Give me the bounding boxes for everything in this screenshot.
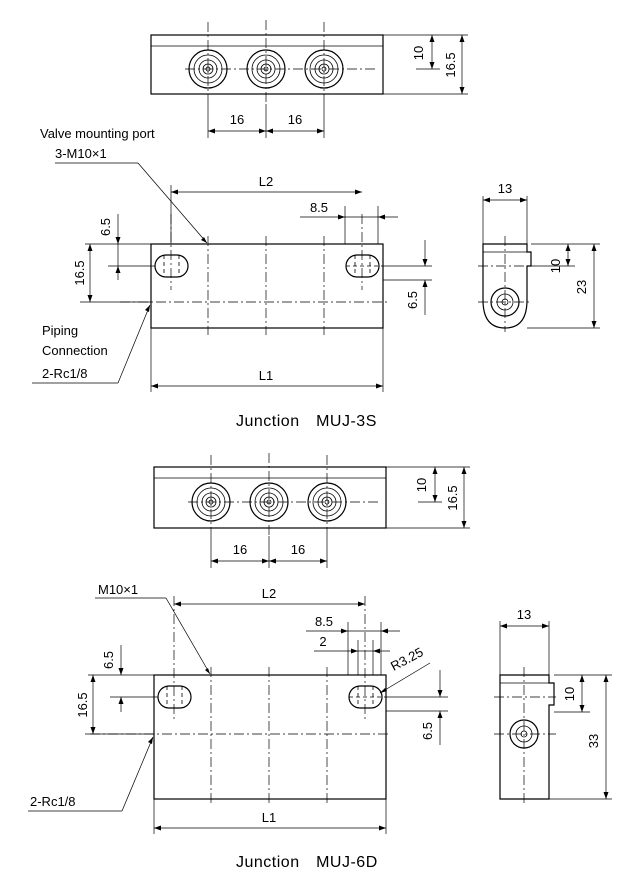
muj3s-valve-port-line1: Valve mounting port (40, 126, 155, 141)
muj6d-front-view: L2 8.5 2 R3.25 M10×1 (28, 582, 448, 834)
muj6d-height-65: 6.5 (101, 651, 116, 669)
muj3s-right-65: 6.5 (405, 291, 420, 309)
fitting-icon (188, 49, 228, 89)
fitting-icon (249, 482, 289, 522)
muj3s-section: 16 16 10 16.5 (32, 20, 600, 430)
muj3s-piping-line1: Piping (42, 323, 78, 338)
muj6d-valve-port: M10×1 (98, 582, 138, 597)
fitting-icon (191, 482, 231, 522)
muj6d-side-width: 13 (517, 607, 531, 622)
muj6d-radius: R3.25 (388, 644, 426, 674)
muj3s-side-height-outer: 23 (574, 280, 589, 294)
muj3s-front-view: L2 8.5 Valve mounting port 3-M10×1 (32, 126, 432, 392)
muj6d-l2: L2 (262, 586, 276, 601)
port-slot-icon (157, 596, 192, 720)
muj3s-top-height-outer: 16.5 (443, 52, 458, 77)
muj6d-caption: Junction MUJ-6D (236, 854, 378, 871)
muj3s-top-pitch-1: 16 (230, 112, 244, 127)
muj6d-top-view: 16 16 10 16.5 (153, 453, 470, 568)
muj6d-top-pitch-1: 16 (233, 542, 247, 557)
muj6d-top-height-outer: 16.5 (445, 485, 460, 510)
muj3s-l1: L1 (259, 368, 273, 383)
muj3s-piping-line2: Connection (42, 343, 108, 358)
muj3s-l2: L2 (259, 174, 273, 189)
muj3s-offset: 8.5 (310, 200, 328, 215)
muj3s-caption: Junction MUJ-3S (236, 413, 377, 430)
muj3s-height-65: 6.5 (98, 218, 113, 236)
muj6d-piping: 2-Rc1/8 (30, 794, 76, 809)
muj3s-side-width: 13 (498, 181, 512, 196)
muj3s-height-165: 16.5 (72, 260, 87, 285)
fitting-icon (304, 49, 344, 89)
fitting-icon (307, 482, 347, 522)
muj6d-height-165: 16.5 (75, 692, 90, 717)
muj6d-side-view: 13 10 33 (494, 607, 612, 806)
muj3s-piping-line3: 2-Rc1/8 (42, 366, 88, 381)
muj3s-top-view: 16 16 10 16.5 (150, 20, 468, 138)
muj6d-slot-width: 2 (319, 634, 326, 649)
muj6d-offset: 8.5 (315, 614, 333, 629)
muj3s-top-height-inner: 10 (411, 46, 426, 60)
muj6d-top-pitch-2: 16 (291, 542, 305, 557)
muj3s-top-pitch-2: 16 (288, 112, 302, 127)
port-slot-icon (154, 214, 189, 290)
fitting-icon (246, 49, 286, 89)
muj6d-side-height-outer: 33 (586, 734, 601, 748)
port-slot-icon (348, 596, 383, 720)
muj6d-top-height-inner: 10 (414, 478, 429, 492)
muj6d-side-height-inner: 10 (562, 687, 577, 701)
port-slot-icon (345, 214, 380, 290)
muj3s-side-height-inner: 10 (548, 259, 563, 273)
muj3s-valve-port-line2: 3-M10×1 (55, 146, 107, 161)
muj6d-l1: L1 (262, 810, 276, 825)
muj6d-section: 16 16 10 16.5 (28, 453, 612, 871)
muj3s-side-view: 13 10 23 (478, 181, 600, 332)
muj6d-right-65: 6.5 (420, 722, 435, 740)
